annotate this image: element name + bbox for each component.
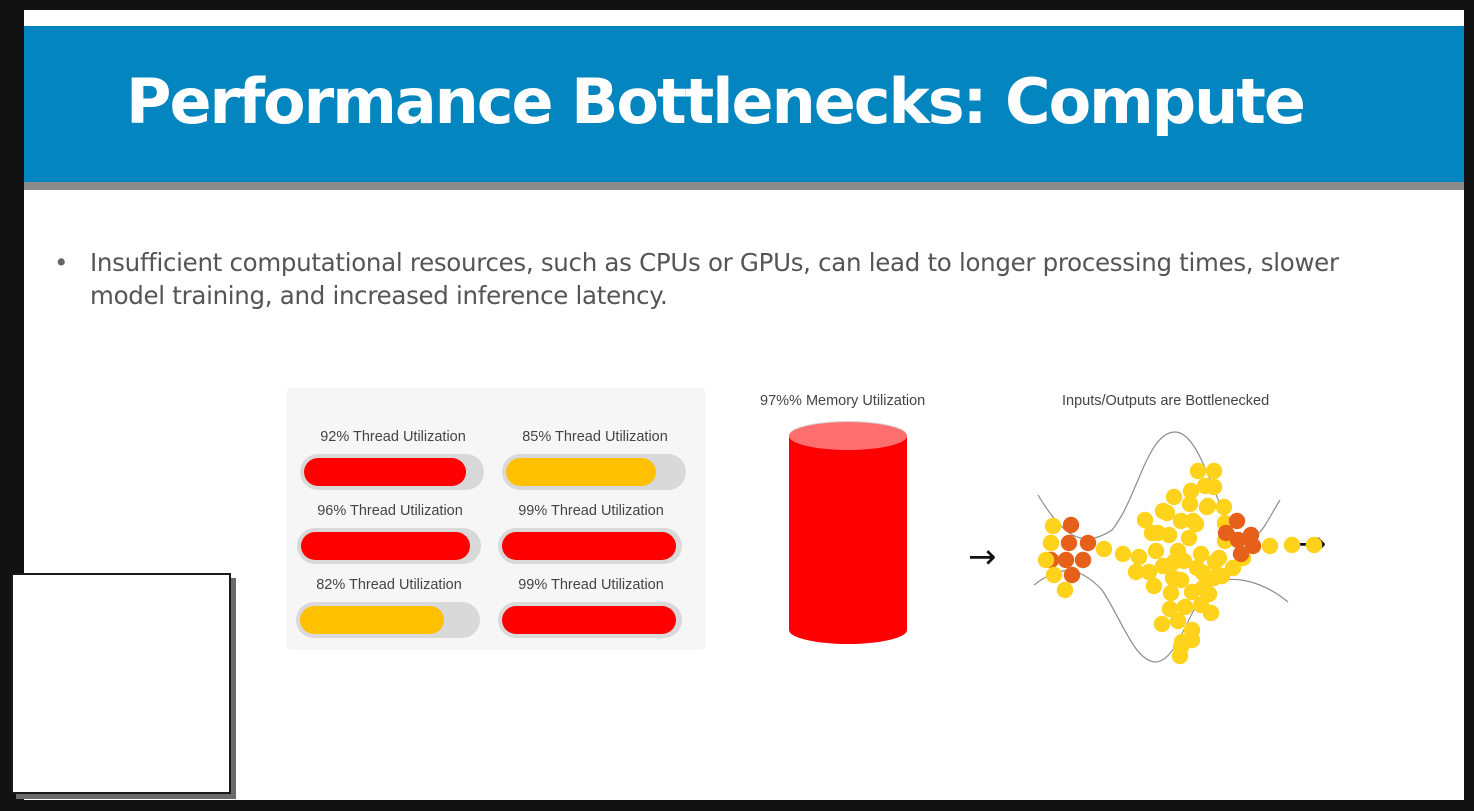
data-particle (1192, 545, 1210, 563)
congested-particle (1217, 524, 1235, 542)
congested-particle (1229, 531, 1247, 549)
thread-gauge-label: 82% Thread Utilization (316, 577, 462, 593)
data-particle (1044, 517, 1062, 535)
thread-gauge-track (498, 602, 682, 638)
thread-gauge-fill (301, 532, 470, 560)
data-particle (1198, 498, 1216, 516)
thread-gauge-label: 92% Thread Utilization (320, 429, 466, 445)
thread-gauge-fill (304, 458, 466, 486)
data-particle (1045, 566, 1063, 584)
input-arrow-icon: → (968, 537, 997, 577)
data-particle (1205, 462, 1223, 480)
thread-gauge-track (502, 454, 686, 490)
data-particle (1145, 577, 1163, 595)
data-particle (1114, 545, 1132, 563)
slide-title: Performance Bottlenecks: Compute (126, 65, 1306, 138)
data-particle (1196, 477, 1214, 495)
data-particle (1042, 534, 1060, 552)
congested-particle (1232, 545, 1250, 563)
thread-gauge-track (300, 454, 484, 490)
thread-gauge-fill (506, 458, 656, 486)
data-particle (1184, 512, 1202, 530)
data-particle (1172, 571, 1190, 589)
data-particle (1165, 553, 1183, 571)
thread-gauge-3: 96% Thread Utilization (297, 502, 483, 564)
thread-gauge-track (498, 528, 682, 564)
thread-gauge-fill (502, 532, 676, 560)
data-particle (1136, 511, 1154, 529)
memory-cylinder (789, 421, 907, 644)
data-particle (1056, 581, 1074, 599)
congested-particle (1228, 512, 1246, 530)
congested-particle (1242, 526, 1260, 544)
thread-gauge-4: 99% Thread Utilization (498, 502, 684, 564)
memory-fill-body (789, 436, 907, 630)
title-banner (24, 26, 1464, 182)
data-particle (1147, 542, 1165, 560)
data-particles (1037, 462, 1323, 665)
slide: Performance Bottlenecks: Compute • Insuf… (24, 10, 1464, 800)
data-particle (1305, 536, 1323, 554)
io-bottleneck-label: Inputs/Outputs are Bottlenecked (1062, 393, 1270, 409)
thread-utilization-panel: 92% Thread Utilization 85% Thread Utiliz… (286, 388, 706, 650)
data-particle (1165, 488, 1183, 506)
bullet-marker: • (54, 248, 69, 277)
title-underline (24, 182, 1464, 190)
data-particle (1095, 540, 1113, 558)
data-particle (1180, 529, 1198, 547)
thread-gauge-2: 85% Thread Utilization (502, 428, 688, 490)
data-particle (1215, 498, 1233, 516)
data-particle (1181, 495, 1199, 513)
data-particle (1130, 548, 1148, 566)
data-particle (1037, 551, 1055, 569)
data-particle (1183, 621, 1201, 639)
data-particle (1202, 604, 1220, 622)
data-particle (1261, 537, 1279, 555)
memory-utilization-label: 97%% Memory Utilization (760, 393, 926, 409)
data-particle (1172, 512, 1190, 530)
data-particle (1224, 559, 1242, 577)
congested-particle (1057, 551, 1075, 569)
data-particle (1143, 524, 1161, 542)
congested-particle (1063, 566, 1081, 584)
data-particle (1169, 612, 1187, 630)
data-particle (1171, 647, 1189, 665)
memory-fill-bottom (789, 616, 907, 644)
data-particle (1206, 553, 1224, 571)
thread-gauge-label: 85% Thread Utilization (522, 429, 668, 445)
data-particle (1189, 462, 1207, 480)
congested-particle (1074, 551, 1092, 569)
thread-gauge-6: 99% Thread Utilization (498, 576, 684, 638)
thread-gauge-fill (300, 606, 444, 634)
data-particle (1161, 600, 1179, 618)
thread-gauge-label: 99% Thread Utilization (518, 577, 664, 593)
data-particle (1153, 615, 1171, 633)
congested-particle (1079, 534, 1097, 552)
data-particle (1194, 564, 1212, 582)
bullet-text: Insufficient computational resources, su… (90, 248, 1339, 310)
congested-particle (1062, 516, 1080, 534)
thread-gauge-1: 92% Thread Utilization (300, 428, 486, 490)
data-particle (1283, 536, 1301, 554)
thread-gauge-track (296, 602, 480, 638)
thread-gauge-label: 96% Thread Utilization (317, 503, 463, 519)
thread-gauge-track (297, 528, 481, 564)
data-particle (1140, 563, 1158, 581)
presenter-video-placeholder (11, 573, 231, 794)
thread-gauge-label: 99% Thread Utilization (518, 503, 664, 519)
congested-particle (1060, 534, 1078, 552)
memory-fill-top (789, 422, 907, 450)
thread-gauge-5: 82% Thread Utilization (296, 576, 482, 638)
data-particle (1162, 584, 1180, 602)
data-particle (1176, 598, 1194, 616)
data-particle (1127, 563, 1145, 581)
bullet-point: • Insufficient computational resources, … (54, 246, 1344, 312)
thread-gauge-fill (502, 606, 676, 634)
io-bottleneck-diagram: → → (968, 431, 1327, 665)
data-particle (1182, 482, 1200, 500)
data-particle (1158, 504, 1176, 522)
data-particle (1183, 583, 1201, 601)
